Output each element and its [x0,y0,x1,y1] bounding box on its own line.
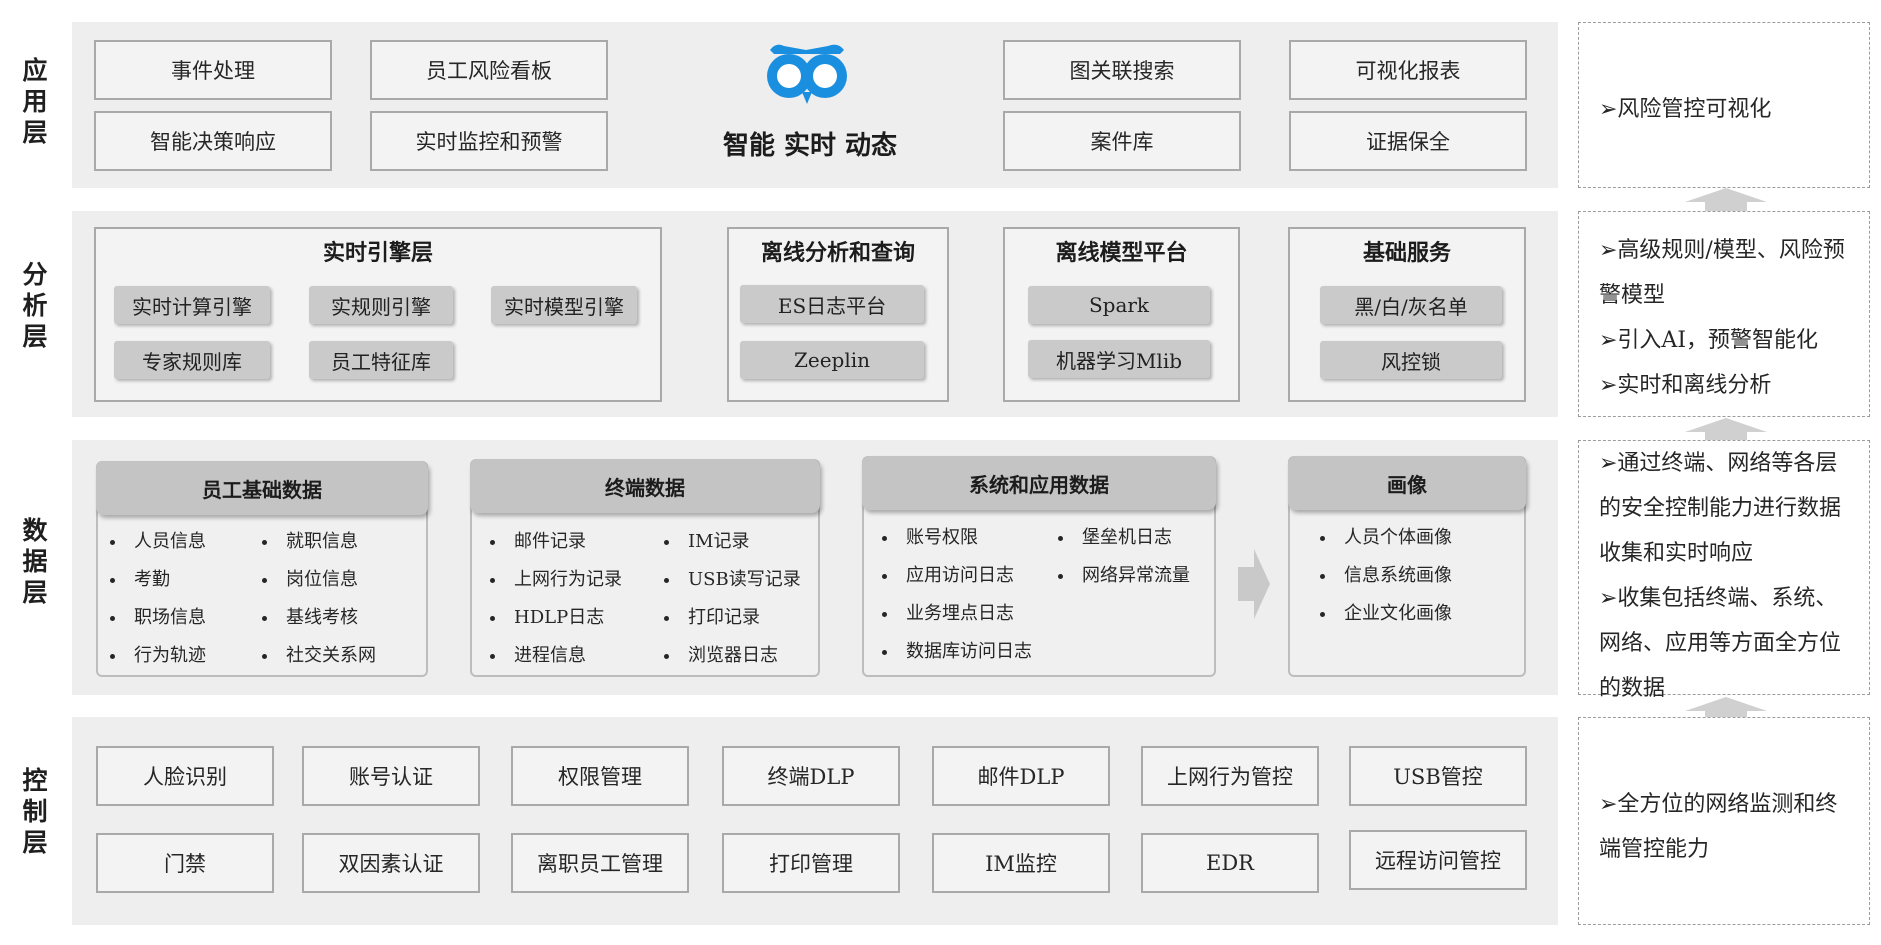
terminal-data-panel: 终端数据 邮件记录 上网行为记录 HDLP日志 进程信息 IM记录 USB读写记… [470,459,820,677]
side-note-text: ➢通过终端、网络等各层的安全控制能力进行数据收集和实时响应 [1599,451,1842,566]
control-face-recognition[interactable]: 人脸识别 [96,746,274,806]
list-item: 人员信息 [106,523,206,561]
up-arrow-icon [1685,418,1767,444]
list-item: 信息系统画像 [1316,557,1452,595]
control-im-monitoring[interactable]: IM监控 [932,833,1110,893]
list-item: 账号权限 [878,519,1032,557]
chip-employee-feature-library[interactable]: 员工特征库 [309,341,453,379]
list-item: HDLP日志 [486,599,622,637]
control-edr[interactable]: EDR [1141,833,1319,893]
profile-data-header: 画像 [1288,456,1526,510]
list-item: 邮件记录 [486,523,622,561]
list-item: IM记录 [660,523,801,561]
terminal-data-header: 终端数据 [470,459,820,513]
app-box-case-library[interactable]: 案件库 [1003,111,1241,171]
app-box-decision-response[interactable]: 智能决策响应 [94,111,332,171]
employee-data-panel: 员工基础数据 人员信息 考勤 职场信息 行为轨迹 就职信息 岗位信息 基线考核 … [96,461,428,677]
app-box-risk-dashboard[interactable]: 员工风险看板 [370,40,608,100]
offline-model-title: 离线模型平台 [1055,240,1188,266]
list-item: 浏览器日志 [660,637,801,675]
side-note-text: ➢风险管控可视化 [1599,97,1772,122]
control-email-dlp[interactable]: 邮件DLP [932,746,1110,806]
app-box-event-handling[interactable]: 事件处理 [94,40,332,100]
chip-expert-rule-library[interactable]: 专家规则库 [114,341,270,379]
list-item: 打印记录 [660,599,801,637]
system-data-panel: 系统和应用数据 账号权限 应用访问日志 业务埋点日志 数据库访问日志 堡垒机日志… [862,456,1216,677]
list-item: 岗位信息 [258,561,376,599]
list-item: 应用访问日志 [878,557,1032,595]
control-print-management[interactable]: 打印管理 [722,833,900,893]
list-item: 职场信息 [106,599,206,637]
app-box-visual-report[interactable]: 可视化报表 [1289,40,1527,100]
side-note-text: ➢收集包括终端、系统、网络、应用等方面全方位的数据 [1599,586,1842,701]
chip-zeeplin[interactable]: Zeeplin [740,341,924,379]
realtime-engine-title: 实时引擎层 [322,240,433,266]
list-item: 业务埋点日志 [878,595,1032,633]
layer-label-control: 控制层 [19,766,48,860]
offline-query-title: 离线分析和查询 [760,240,915,266]
list-item: 人员个体画像 [1316,519,1452,557]
control-web-behavior[interactable]: 上网行为管控 [1141,746,1319,806]
list-item: 社交关系网 [258,637,376,675]
chip-black-white-gray-list[interactable]: 黑/白/灰名单 [1320,286,1502,324]
chip-realtime-rule-engine[interactable]: 实规则引擎 [309,286,453,324]
layer-label-analysis: 分析层 [19,260,48,354]
employee-data-header: 员工基础数据 [96,461,428,515]
list-item: 行为轨迹 [106,637,206,675]
control-access-door[interactable]: 门禁 [96,833,274,893]
side-note-control: ➢全方位的网络监测和终端管控能力 [1578,717,1870,925]
list-item: 进程信息 [486,637,622,675]
control-usb[interactable]: USB管控 [1349,746,1527,806]
up-arrow-icon [1685,188,1767,214]
chip-machine-learning-mlib[interactable]: 机器学习Mlib [1028,340,1210,378]
control-two-factor-auth[interactable]: 双因素认证 [302,833,480,893]
app-box-evidence-preservation[interactable]: 证据保全 [1289,111,1527,171]
list-item: 就职信息 [258,523,376,561]
basic-service-title: 基础服务 [1362,240,1451,266]
app-box-graph-search[interactable]: 图关联搜索 [1003,40,1241,100]
side-note-text: ➢全方位的网络监测和终端管控能力 [1599,792,1838,862]
app-box-realtime-monitoring[interactable]: 实时监控和预警 [370,111,608,171]
chip-realtime-compute-engine[interactable]: 实时计算引擎 [114,286,270,324]
right-arrow-icon [1238,549,1270,619]
list-item: 企业文化画像 [1316,595,1452,633]
chip-risk-control-lock[interactable]: 风控锁 [1320,341,1502,379]
side-note-data: ➢通过终端、网络等各层的安全控制能力进行数据收集和实时响应 ➢收集包括终端、系统… [1578,440,1870,701]
chip-realtime-model-engine[interactable]: 实时模型引擎 [491,286,637,324]
control-terminal-dlp[interactable]: 终端DLP [722,746,900,806]
control-departed-employee[interactable]: 离职员工管理 [511,833,689,893]
side-note-text: ➢引入AI，预警智能化 [1599,328,1819,353]
list-item: 基线考核 [258,599,376,637]
control-account-auth[interactable]: 账号认证 [302,746,480,806]
system-data-header: 系统和应用数据 [862,456,1216,510]
control-permission-management[interactable]: 权限管理 [511,746,689,806]
side-note-text: ➢高级规则/模型、风险预警模型 [1599,238,1845,308]
application-slogan: 智能 实时 动态 [722,131,898,161]
list-item: 考勤 [106,561,206,599]
side-note-text: ➢实时和离线分析 [1599,373,1772,398]
list-item: 堡垒机日志 [1054,519,1190,557]
layer-label-application: 应用层 [19,56,48,150]
owl-logo-icon [762,40,852,116]
layer-label-data: 数据层 [19,516,48,610]
chip-es-log-platform[interactable]: ES日志平台 [740,285,924,323]
list-item: USB读写记录 [660,561,801,599]
list-item: 网络异常流量 [1054,557,1190,595]
chip-spark[interactable]: Spark [1028,286,1210,324]
list-item: 上网行为记录 [486,561,622,599]
list-item: 数据库访问日志 [878,633,1032,671]
up-arrow-icon [1685,697,1767,723]
side-note-application: ➢风险管控可视化 [1578,22,1870,188]
control-remote-access[interactable]: 远程访问管控 [1349,830,1527,890]
side-note-analysis: ➢高级规则/模型、风险预警模型 ➢引入AI，预警智能化 ➢实时和离线分析 [1578,211,1870,417]
profile-data-panel: 画像 人员个体画像 信息系统画像 企业文化画像 [1288,456,1526,677]
